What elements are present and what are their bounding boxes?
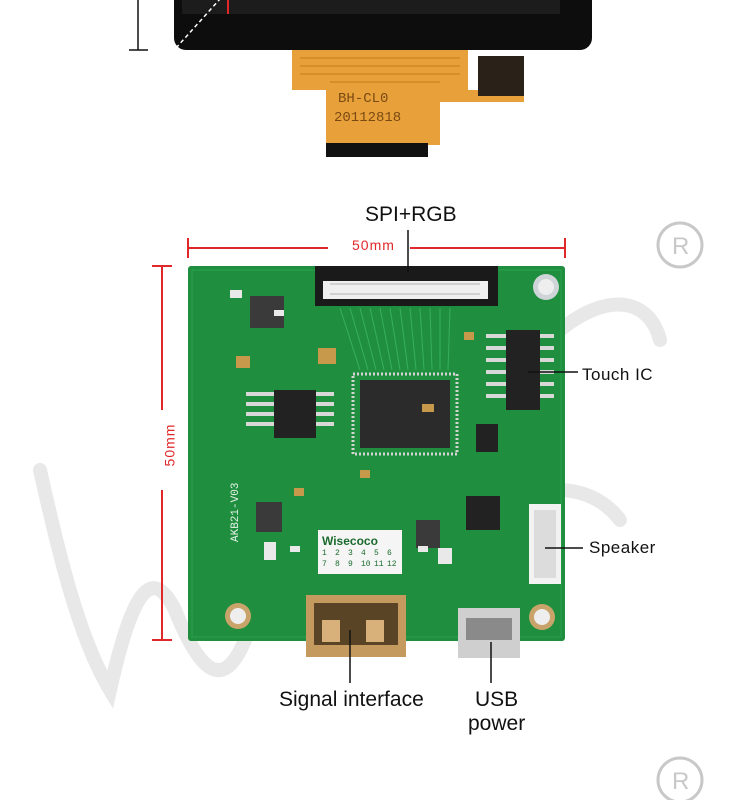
registered-r-bottom: R [672, 768, 689, 795]
registered-r: R [672, 233, 689, 260]
pin-number: 8 [335, 560, 340, 569]
height-dimension-label: 50mm [161, 423, 178, 467]
callout-leaders [349, 230, 583, 683]
pin-number: 6 [387, 549, 392, 558]
pin-number: 11 [374, 560, 384, 569]
usb-label: USB [475, 688, 519, 711]
registered-mark [656, 221, 704, 800]
signal-interface-label: Signal interface [279, 688, 424, 711]
pin-number: 3 [348, 549, 353, 558]
board-model: AKB21-V03 [230, 483, 242, 542]
spi-rgb-label: SPI+RGB [365, 203, 457, 226]
brand-sticker [318, 530, 402, 574]
pin-number: 10 [361, 560, 371, 569]
pin-number: 2 [335, 549, 340, 558]
fpc-code: BH-CL0 [338, 91, 388, 107]
brand-name: Wisecoco [322, 534, 378, 548]
touch-ic-label: Touch IC [582, 365, 654, 384]
pin-number: 1 [322, 549, 327, 558]
width-dimension-label: 50mm [352, 237, 395, 253]
speaker-label: Speaker [589, 538, 656, 557]
pin-number: 5 [374, 549, 379, 558]
pin-number-grid: 1 2 3 4 5 6 7 8 9 10 11 12 [322, 549, 400, 569]
lcd-panel [129, 0, 592, 51]
pin-number: 7 [322, 560, 327, 569]
usb-power-label: USB power [468, 688, 525, 736]
dimension-lines [152, 238, 566, 641]
pin-number: 12 [387, 560, 397, 569]
fpc-date: 20112818 [334, 110, 401, 126]
pin-number: 9 [348, 560, 353, 569]
pcb-board [188, 266, 565, 658]
fpc-flex-cable [292, 50, 524, 157]
power-label: power [468, 712, 526, 735]
pin-number: 4 [361, 549, 366, 558]
